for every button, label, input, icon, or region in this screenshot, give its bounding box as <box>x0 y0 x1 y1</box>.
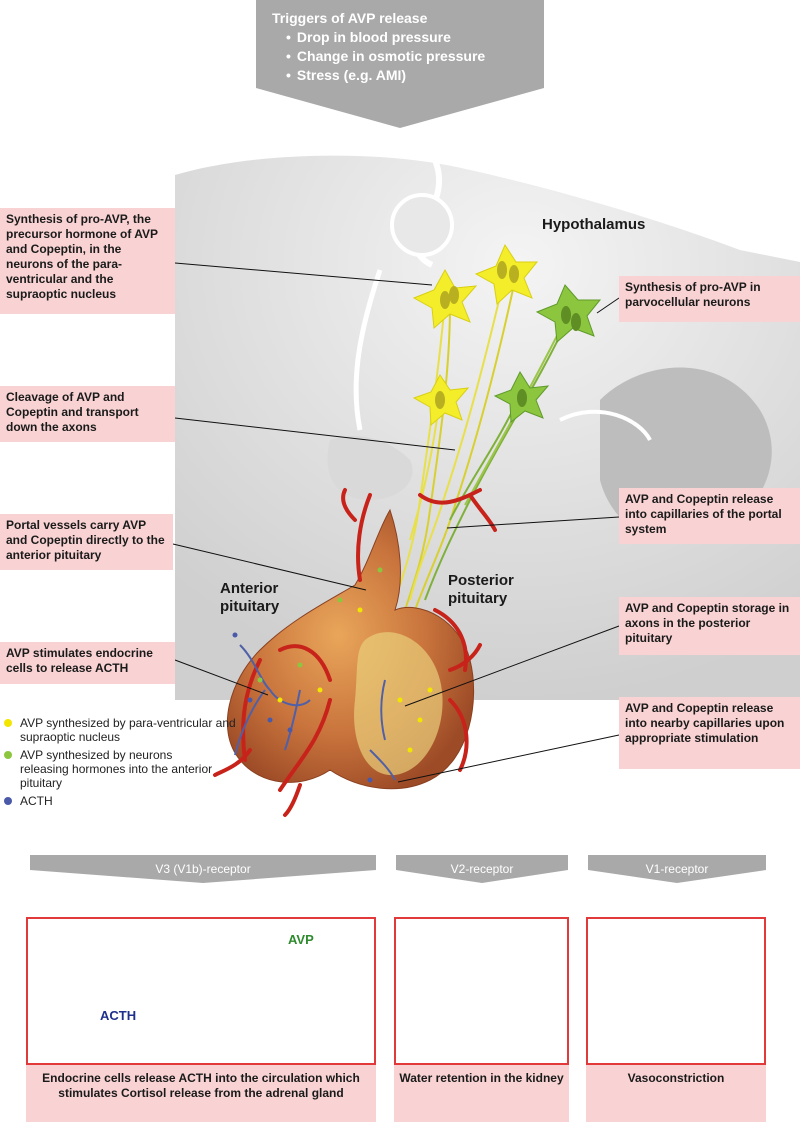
legend-label: AVP synthesized by neurons releasing hor… <box>20 748 213 790</box>
label-synthesis-parvocellular: Synthesis of pro-AVP in parvocellular ne… <box>619 276 800 322</box>
legend-item-avp-parvocellular: AVP synthesized by neurons releasing hor… <box>4 748 220 790</box>
caption-v3: Endocrine cells release ACTH into the ci… <box>26 1065 376 1122</box>
label-release-portal: AVP and Copeptin release into capillarie… <box>619 488 800 544</box>
label-storage: AVP and Copeptin storage in axons in the… <box>619 597 800 655</box>
label-cleavage: Cleavage of AVP and Copeptin and transpo… <box>0 386 175 442</box>
triggers-block: Triggers of AVP release Drop in blood pr… <box>272 9 522 85</box>
panel-v1 <box>586 917 766 1065</box>
caption-v1: Vasoconstriction <box>586 1065 766 1122</box>
green-dot-icon <box>4 751 12 759</box>
legend-item-acth: ACTH <box>4 794 260 808</box>
v1-arrow <box>588 855 766 883</box>
label-release-capillaries: AVP and Copeptin release into nearby cap… <box>619 697 800 769</box>
panel-label-avp: AVP <box>288 932 314 947</box>
neuron-bodies <box>412 243 602 427</box>
triggers-list: Drop in blood pressure Change in osmotic… <box>272 28 522 85</box>
hormone-dots <box>232 567 433 783</box>
legend: AVP synthesized by para-ventricular and … <box>4 716 260 812</box>
legend-label: AVP synthesized by para-ventricular and … <box>20 716 236 744</box>
v3-arrow <box>30 855 376 883</box>
trigger-item: Drop in blood pressure <box>286 28 522 47</box>
label-synthesis-pro-avp: Synthesis of pro-AVP, the precursor horm… <box>0 208 175 314</box>
legend-label: ACTH <box>20 794 53 808</box>
yellow-dot-icon <box>4 719 12 727</box>
label-stimulates-acth: AVP stimulates endocrine cells to releas… <box>0 642 175 684</box>
receptor-title-v1: V1-receptor <box>645 862 709 876</box>
trigger-item: Change in osmotic pressure <box>286 47 522 66</box>
region-anterior-pituitary: Anterior pituitary <box>220 580 280 615</box>
region-posterior-pituitary: Posterior pituitary <box>448 572 514 607</box>
triggers-title: Triggers of AVP release <box>272 10 428 26</box>
caption-v2: Water retention in the kidney <box>394 1065 569 1122</box>
blue-dot-icon <box>4 797 12 805</box>
receptor-title-v2: V2-receptor <box>450 862 514 876</box>
panel-label-acth: ACTH <box>100 1008 137 1023</box>
trigger-item: Stress (e.g. AMI) <box>286 66 522 85</box>
legend-item-avp-paraventricular: AVP synthesized by para-ventricular and … <box>4 716 260 744</box>
leader-lines <box>172 262 620 783</box>
region-hypothalamus: Hypothalamus <box>542 216 646 233</box>
receptor-title-v3: V3 (V1b)-receptor <box>155 862 251 876</box>
v2-arrow <box>396 855 568 883</box>
label-portal-vessels: Portal vessels carry AVP and Copeptin di… <box>0 514 173 570</box>
pituitary-gland <box>213 488 497 817</box>
panel-v3 <box>26 917 376 1065</box>
panel-v2 <box>394 917 569 1065</box>
